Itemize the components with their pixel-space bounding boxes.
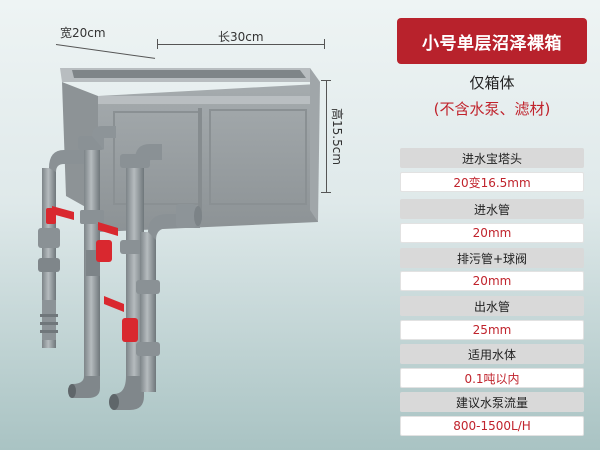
spec-value-inlet-pipe: 20mm [400,223,584,243]
product-note: (不含水泵、滤材) [433,100,551,118]
height-dimension-tick-top [321,80,331,81]
length-dimension-line [157,44,325,45]
spec-label-inlet-pipe: 进水管 [400,199,584,219]
length-dimension-label: 长30cm [218,30,264,44]
inlet-pipe-left [68,126,116,398]
height-dimension-line [326,80,327,192]
spec-label-outlet-pipe: 出水管 [400,296,584,316]
product-subtitle: 仅箱体 [469,74,515,92]
spec-value-inlet-barb: 20变16.5mm [400,172,584,192]
length-dimension-tick-right [324,39,325,49]
width-dimension-label: 宽20cm [60,26,106,40]
spec-value-water-volume: 0.1吨以内 [400,368,584,388]
spec-label-water-volume: 适用水体 [400,344,584,364]
spec-label-pump-flow: 建议水泵流量 [400,392,584,412]
height-dimension-tick-bottom [321,192,331,193]
length-dimension-tick-left [157,39,158,49]
spec-value-pump-flow: 800-1500L/H [400,416,584,436]
filter-box-illustration [38,68,320,410]
ball-valve-center [96,222,118,262]
outlet-pipe-right [136,204,202,392]
spec-label-drain-pipe: 排污管+球阀 [400,248,584,268]
ball-valve-left [46,206,74,224]
product-title-banner: 小号单层沼泽裸箱 [397,18,587,64]
spec-panel: 小号单层沼泽裸箱 仅箱体 (不含水泵、滤材) 进水宝塔头 20变16.5mm 进… [397,18,587,444]
spec-value-drain-pipe: 20mm [400,271,584,291]
spec-value-outlet-pipe: 25mm [400,320,584,340]
ball-valve-right [104,296,138,342]
spec-label-inlet-barb: 进水宝塔头 [400,148,584,168]
product-title: 小号单层沼泽裸箱 [422,33,562,54]
